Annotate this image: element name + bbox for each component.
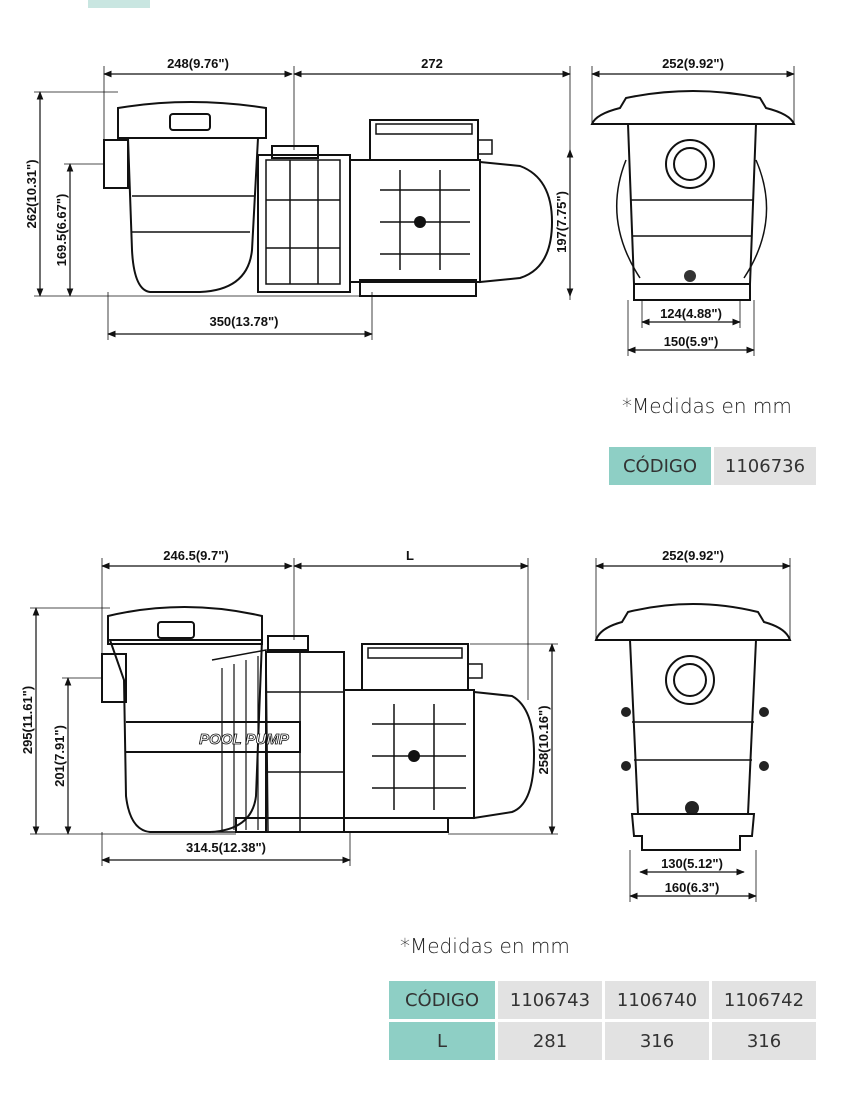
pump2-side-view <box>101 606 536 833</box>
pump1-front-view <box>590 90 796 301</box>
code-value: 1106740 <box>605 981 709 1019</box>
pump1-dim-side-width: 252(9.92") <box>662 56 724 71</box>
pump2-dimension-lines <box>30 558 558 866</box>
pump2-dim-height-inlet: 201(7.91") <box>52 725 67 787</box>
pump2-front-view <box>594 603 792 851</box>
code-header: CÓDIGO <box>609 447 711 485</box>
pump1-dim-height-inlet: 169.5(6.67") <box>54 194 69 267</box>
pump2-body-text: POOL PUMP <box>199 731 290 748</box>
pump1-dim-height-motor: 197(7.75") <box>554 191 569 253</box>
table-row: CÓDIGO 1106736 <box>609 447 816 485</box>
code-value: 1106736 <box>714 447 816 485</box>
pump2-dim-length-motor: L <box>406 548 414 563</box>
pump1-dim-length-motor: 272 <box>421 56 443 71</box>
pump2-dim-length-front: 246.5(9.7") <box>163 548 228 563</box>
pump1-dim-height-total: 262(10.31") <box>24 159 39 228</box>
pump2-dim-height-motor: 258(10.16") <box>536 705 551 774</box>
pump2-dim-side-width: 252(9.92") <box>662 548 724 563</box>
code-header: CÓDIGO <box>389 981 495 1019</box>
pump1-dim-length-front: 248(9.76") <box>167 56 229 71</box>
pump1-code-table: CÓDIGO 1106736 <box>606 444 819 488</box>
code-value: 1106742 <box>712 981 816 1019</box>
table-row: L 281 316 316 <box>389 1022 816 1060</box>
pump1-side-view <box>103 101 554 297</box>
pump2-code-table: CÓDIGO 1106743 1106740 1106742 L 281 316… <box>386 978 819 1063</box>
pump2-dim-base-length: 314.5(12.38") <box>186 840 266 855</box>
table-row: CÓDIGO 1106743 1106740 1106742 <box>389 981 816 1019</box>
pump1-dim-base-inner: 124(4.88") <box>660 306 722 321</box>
pump1-dim-base-outer: 150(5.9") <box>664 334 719 349</box>
pump1-dim-base-length: 350(13.78") <box>209 314 278 329</box>
pump1-dimension-lines <box>34 66 574 340</box>
code-value: 1106743 <box>498 981 602 1019</box>
pump2-dim-base-inner: 130(5.12") <box>661 856 723 871</box>
length-value: 281 <box>498 1022 602 1060</box>
pump2-dim-height-total: 295(11.61") <box>20 686 35 754</box>
length-value: 316 <box>605 1022 709 1060</box>
pump2-units-note: *Medidas en mm <box>400 934 570 958</box>
pump1-units-note: *Medidas en mm <box>622 394 792 418</box>
pump2-dim-base-outer: 160(6.3") <box>665 880 720 895</box>
length-value: 316 <box>712 1022 816 1060</box>
length-header: L <box>389 1022 495 1060</box>
pump1-front-dimension-lines <box>591 66 795 356</box>
pump2-front-dimension-lines <box>595 558 791 902</box>
